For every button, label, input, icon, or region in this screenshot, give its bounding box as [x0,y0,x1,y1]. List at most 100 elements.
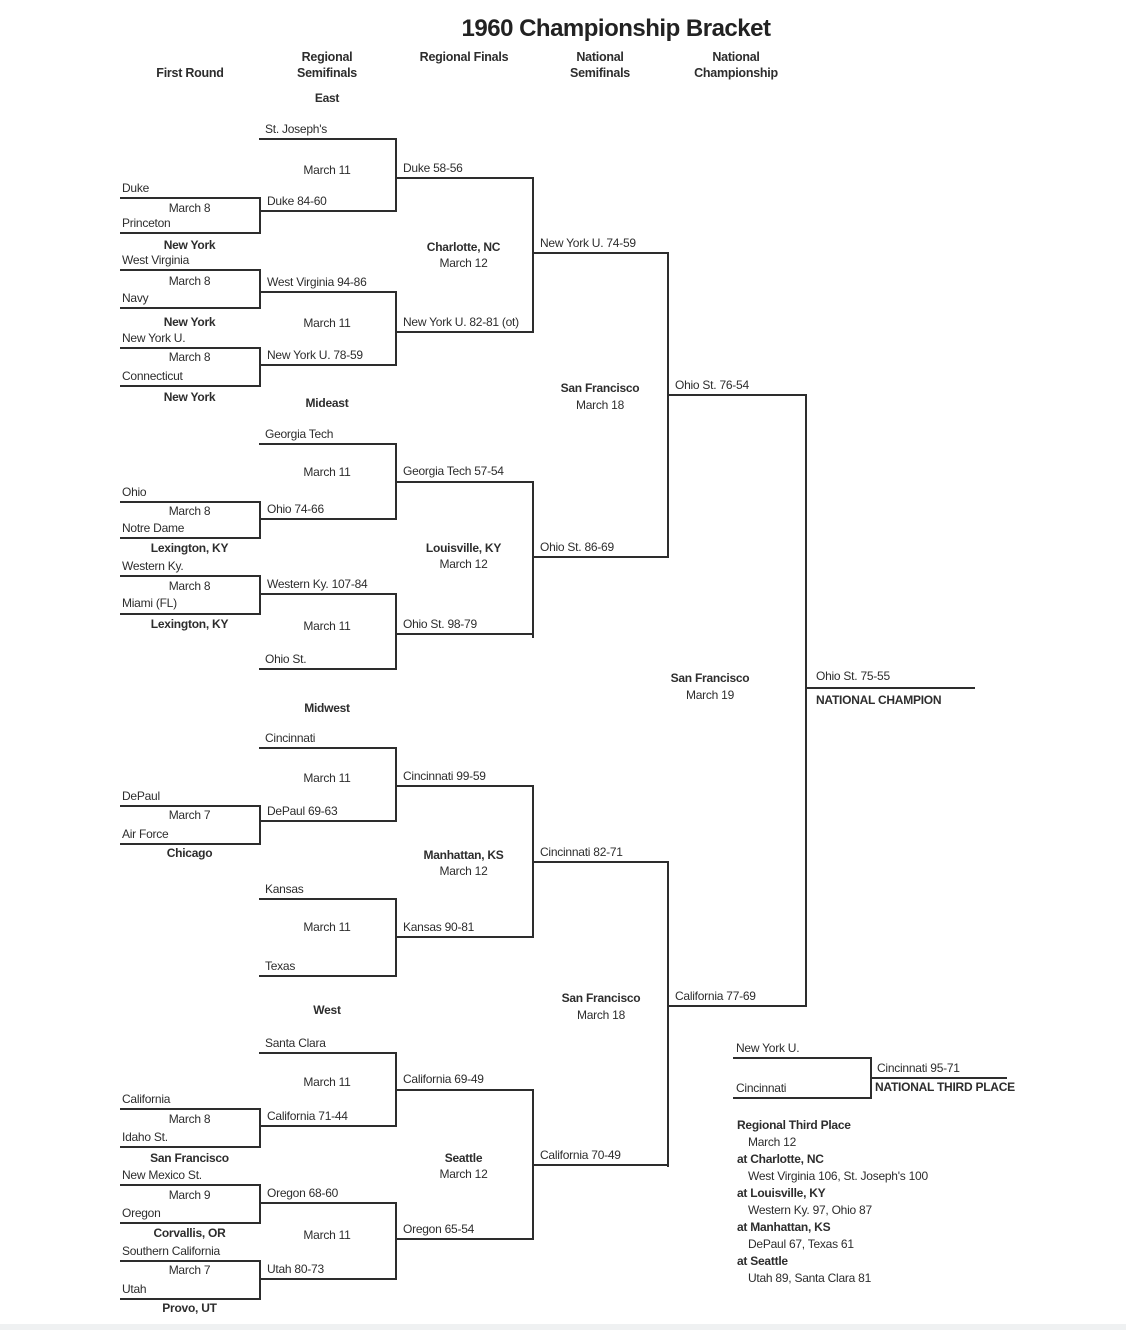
bracket-line-horizontal [120,307,259,309]
game-date: March 11 [303,465,351,479]
region-label-west: West [313,1003,341,1017]
winner-depaul-69-63: DePaul 69-63 [267,804,338,818]
bracket-line-horizontal [259,898,395,900]
bracket-line-horizontal [805,687,975,689]
bracket-line-horizontal [120,501,259,503]
bracket-line-horizontal [395,785,532,787]
bracket-line-vertical [259,197,261,234]
championship-date: March 19 [685,688,735,702]
bracket-line-horizontal [395,936,532,938]
regional-third-place-result: Western Ky. 97, Ohio 87 [748,1203,872,1217]
bracket-line-horizontal [259,443,395,445]
national-semifinal-date: March 18 [575,398,625,412]
bracket-line-horizontal [259,668,395,670]
column-header-national-semifinals: National Semifinals [569,50,631,80]
game-site: Lexington, KY [150,617,229,631]
team-ohio-st: Ohio St. [265,652,307,666]
bracket-line-horizontal [395,1089,532,1091]
bracket-line-horizontal [120,232,259,234]
bracket-line-vertical [532,785,534,938]
bracket-line-horizontal [120,1222,259,1224]
bracket-line-vertical [532,481,534,638]
game-date: March 9 [168,1188,211,1202]
winner-california-70-49: California 70-49 [540,1148,621,1162]
winner-west-virginia-94-86: West Virginia 94-86 [267,275,367,289]
bracket-line-horizontal [120,269,259,271]
bracket-line-vertical [395,1052,397,1127]
game-date: March 11 [303,771,351,785]
bracket-line-horizontal [259,1125,395,1127]
game-date: March 7 [168,808,211,822]
team-california: California [122,1092,171,1106]
bracket-line-horizontal [667,1005,805,1007]
game-date: March 11 [303,1075,351,1089]
bracket-line-vertical [259,1260,261,1300]
page-bottom-edge [0,1324,1126,1330]
winner-california-69-49: California 69-49 [403,1072,484,1086]
bracket-line-horizontal [120,1260,259,1262]
winner-georgia-tech-57-54: Georgia Tech 57-54 [403,464,504,478]
bracket-line-horizontal [532,556,667,558]
bracket-line-horizontal [259,210,395,212]
regional-final-date: March 12 [439,1167,488,1181]
bracket-line-horizontal [395,177,532,179]
game-site: Corvallis, OR [153,1226,226,1240]
team-kansas: Kansas [265,882,304,896]
winner-duke-58-56: Duke 58-56 [403,161,463,175]
bracket-line-horizontal [120,1184,259,1186]
bracket-line-horizontal [259,138,395,140]
game-site: Lexington, KY [150,541,229,555]
bracket-line-horizontal [120,1146,259,1148]
game-site: New York [163,390,216,404]
team-santa-clara: Santa Clara [265,1036,326,1050]
bracket-line-horizontal [120,805,259,807]
bracket-line-vertical [805,394,807,1007]
winner-utah-80-73: Utah 80-73 [267,1262,324,1276]
regional-final-site: Louisville, KY [425,541,502,555]
bracket-line-vertical [532,177,534,333]
team-new-mexico-st: New Mexico St. [122,1168,202,1182]
bracket-line-vertical [259,347,261,387]
regional-third-place-result: DePaul 67, Texas 61 [748,1237,854,1251]
bracket-line-horizontal [733,1057,870,1059]
bracket-line-horizontal [120,537,259,539]
bracket-line-horizontal [120,575,259,577]
team-navy: Navy [122,291,149,305]
game-date: March 7 [168,1263,211,1277]
team-ohio: Ohio [122,485,147,499]
bracket-line-horizontal [259,518,395,520]
bracket-line-horizontal [259,747,395,749]
regional-final-site: Manhattan, KS [423,848,504,862]
game-date: March 8 [168,201,211,215]
regional-final-date: March 12 [439,557,488,571]
game-date: March 8 [168,579,211,593]
bracket-line-horizontal [120,1108,259,1110]
bracket-line-horizontal [120,1298,259,1300]
region-label-midwest: Midwest [304,701,350,715]
winner-new-york-u-74-59: New York U. 74-59 [540,236,636,250]
winner-oregon-68-60: Oregon 68-60 [267,1186,339,1200]
bracket-line-horizontal [259,975,395,977]
bracket-line-vertical [259,269,261,309]
team-connecticut: Connecticut [122,369,183,383]
game-date: March 11 [303,163,351,177]
winner-cincinnati-99-59: Cincinnati 99-59 [403,769,486,783]
bracket-line-horizontal [120,385,259,387]
bracket-line-horizontal [259,291,395,293]
regional-third-place-date: March 12 [748,1135,797,1149]
bracket-line-vertical [395,138,397,212]
game-site: New York [163,315,216,329]
team-duke: Duke [122,181,150,195]
winner-western-ky-107-84: Western Ky. 107-84 [267,577,368,591]
game-date: March 11 [303,1228,351,1242]
bracket-line-horizontal [120,347,259,349]
winner-ohio-st-98-79: Ohio St. 98-79 [403,617,477,631]
national-champion-label: NATIONAL CHAMPION [816,693,942,707]
game-date: March 8 [168,504,211,518]
team-georgia-tech: Georgia Tech [265,427,334,441]
championship-site: San Francisco [670,671,750,685]
bracket-line-vertical [395,747,397,822]
team-western-ky: Western Ky. [122,559,184,573]
bracket-line-horizontal [259,593,395,595]
